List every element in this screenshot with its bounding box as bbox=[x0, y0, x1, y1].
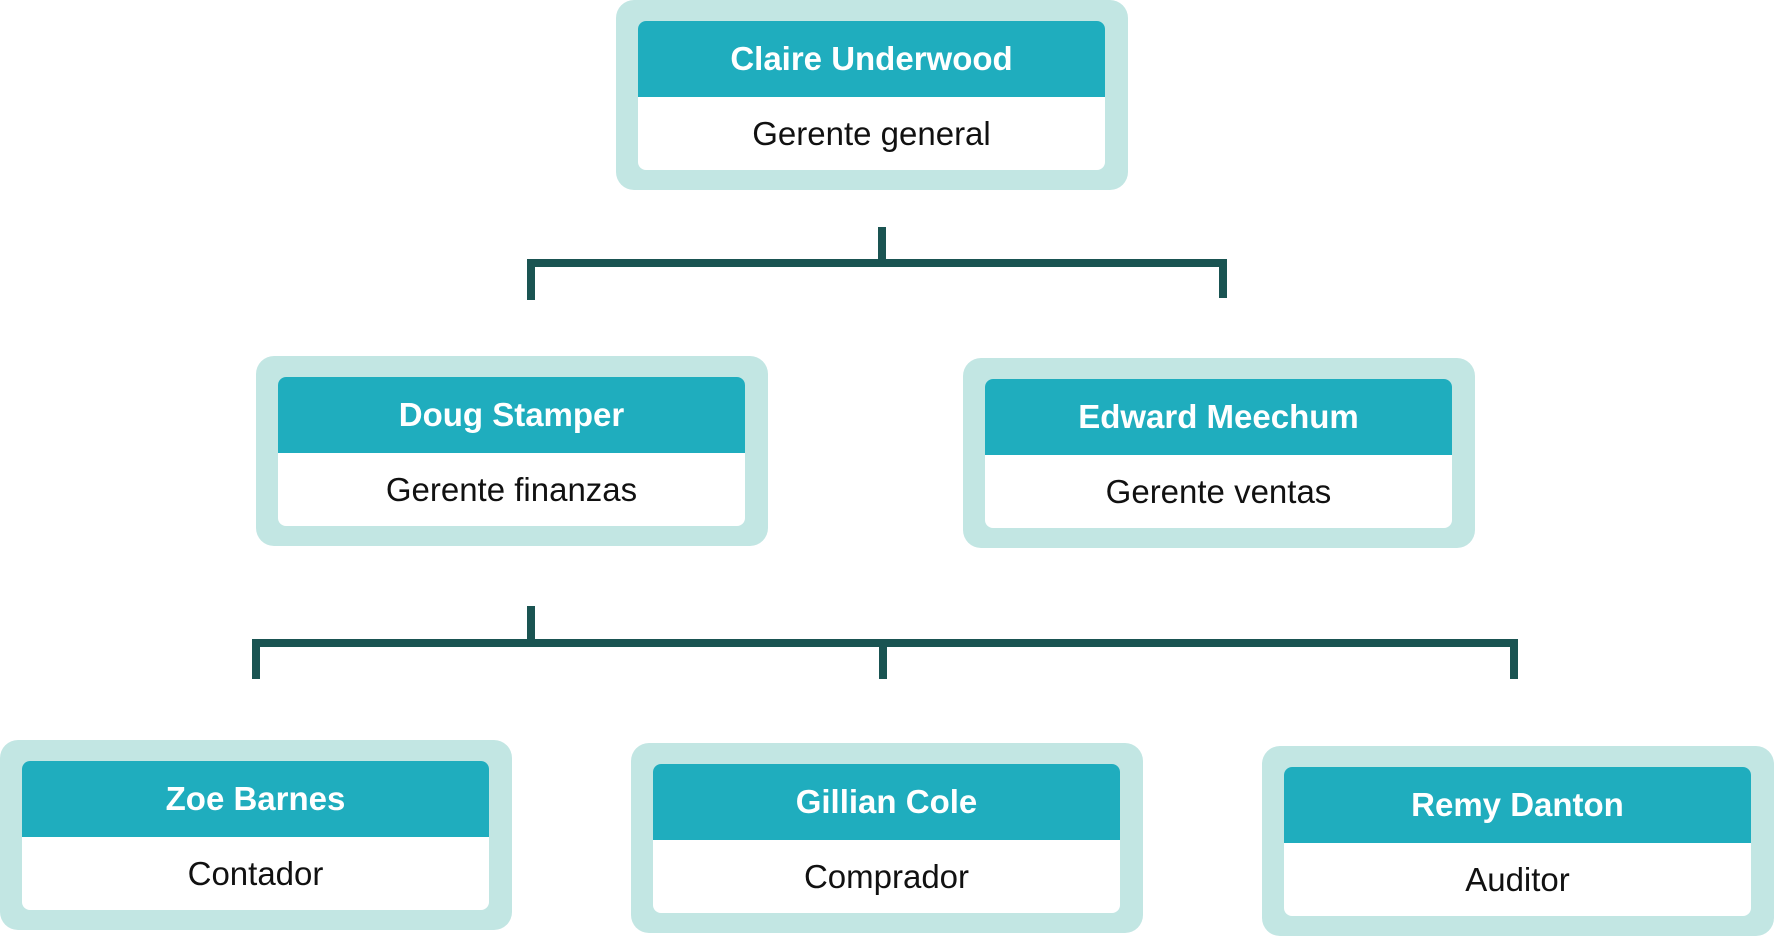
org-node-name: Doug Stamper bbox=[278, 377, 745, 453]
org-node-role: Gerente finanzas bbox=[385, 470, 638, 508]
org-node-buyer: Gillian Cole Comprador bbox=[631, 743, 1143, 933]
org-node-name: Zoe Barnes bbox=[22, 761, 489, 837]
org-node-name: Remy Danton bbox=[1284, 767, 1751, 843]
org-node-sales-manager: Edward Meechum Gerente ventas bbox=[963, 358, 1475, 548]
org-node-name: Edward Meechum bbox=[985, 379, 1452, 455]
org-node-name: Gillian Cole bbox=[653, 764, 1120, 840]
org-node-auditor: Remy Danton Auditor bbox=[1262, 746, 1774, 936]
org-node-finance-manager: Doug Stamper Gerente finanzas bbox=[256, 356, 768, 546]
org-node-root: Claire Underwood Gerente general bbox=[616, 0, 1128, 190]
org-card: Gillian Cole Comprador bbox=[653, 764, 1120, 913]
org-card: Doug Stamper Gerente finanzas bbox=[278, 377, 745, 526]
org-node-role: Auditor bbox=[1465, 860, 1570, 898]
connector-root-to-managers bbox=[527, 227, 1227, 300]
org-node-accountant: Zoe Barnes Contador bbox=[0, 740, 512, 930]
org-card: Claire Underwood Gerente general bbox=[638, 21, 1105, 170]
org-node-role: Gerente general bbox=[752, 114, 991, 152]
connector-finance-to-staff bbox=[252, 606, 1518, 679]
org-node-role: Comprador bbox=[803, 857, 970, 895]
org-node-role: Contador bbox=[187, 854, 324, 892]
org-node-role: Gerente ventas bbox=[1105, 472, 1332, 510]
org-card: Zoe Barnes Contador bbox=[22, 761, 489, 910]
org-node-name: Claire Underwood bbox=[638, 21, 1105, 97]
org-card: Remy Danton Auditor bbox=[1284, 767, 1751, 916]
org-card: Edward Meechum Gerente ventas bbox=[985, 379, 1452, 528]
